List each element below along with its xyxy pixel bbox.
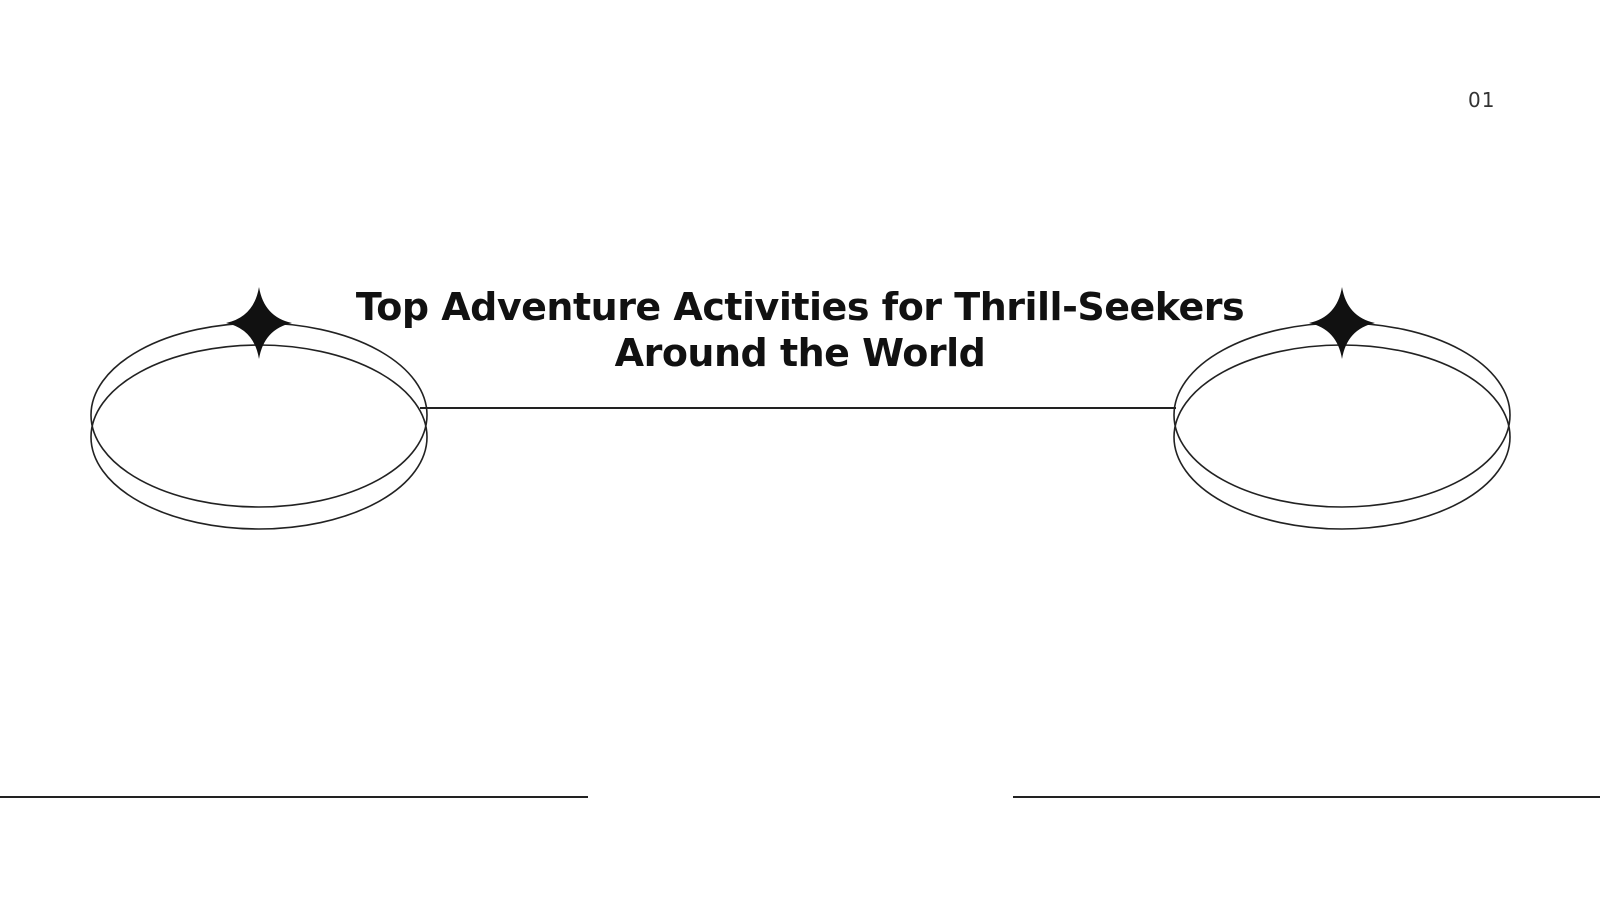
slide-number: 01 xyxy=(1468,88,1496,112)
four-point-star-icon xyxy=(226,287,292,359)
slide-title: Top Adventure Activities for Thrill-Seek… xyxy=(355,285,1245,375)
right-ring-ornament xyxy=(1173,287,1511,530)
four-point-star-icon xyxy=(1309,287,1375,359)
left-ring-ornament xyxy=(90,287,428,530)
